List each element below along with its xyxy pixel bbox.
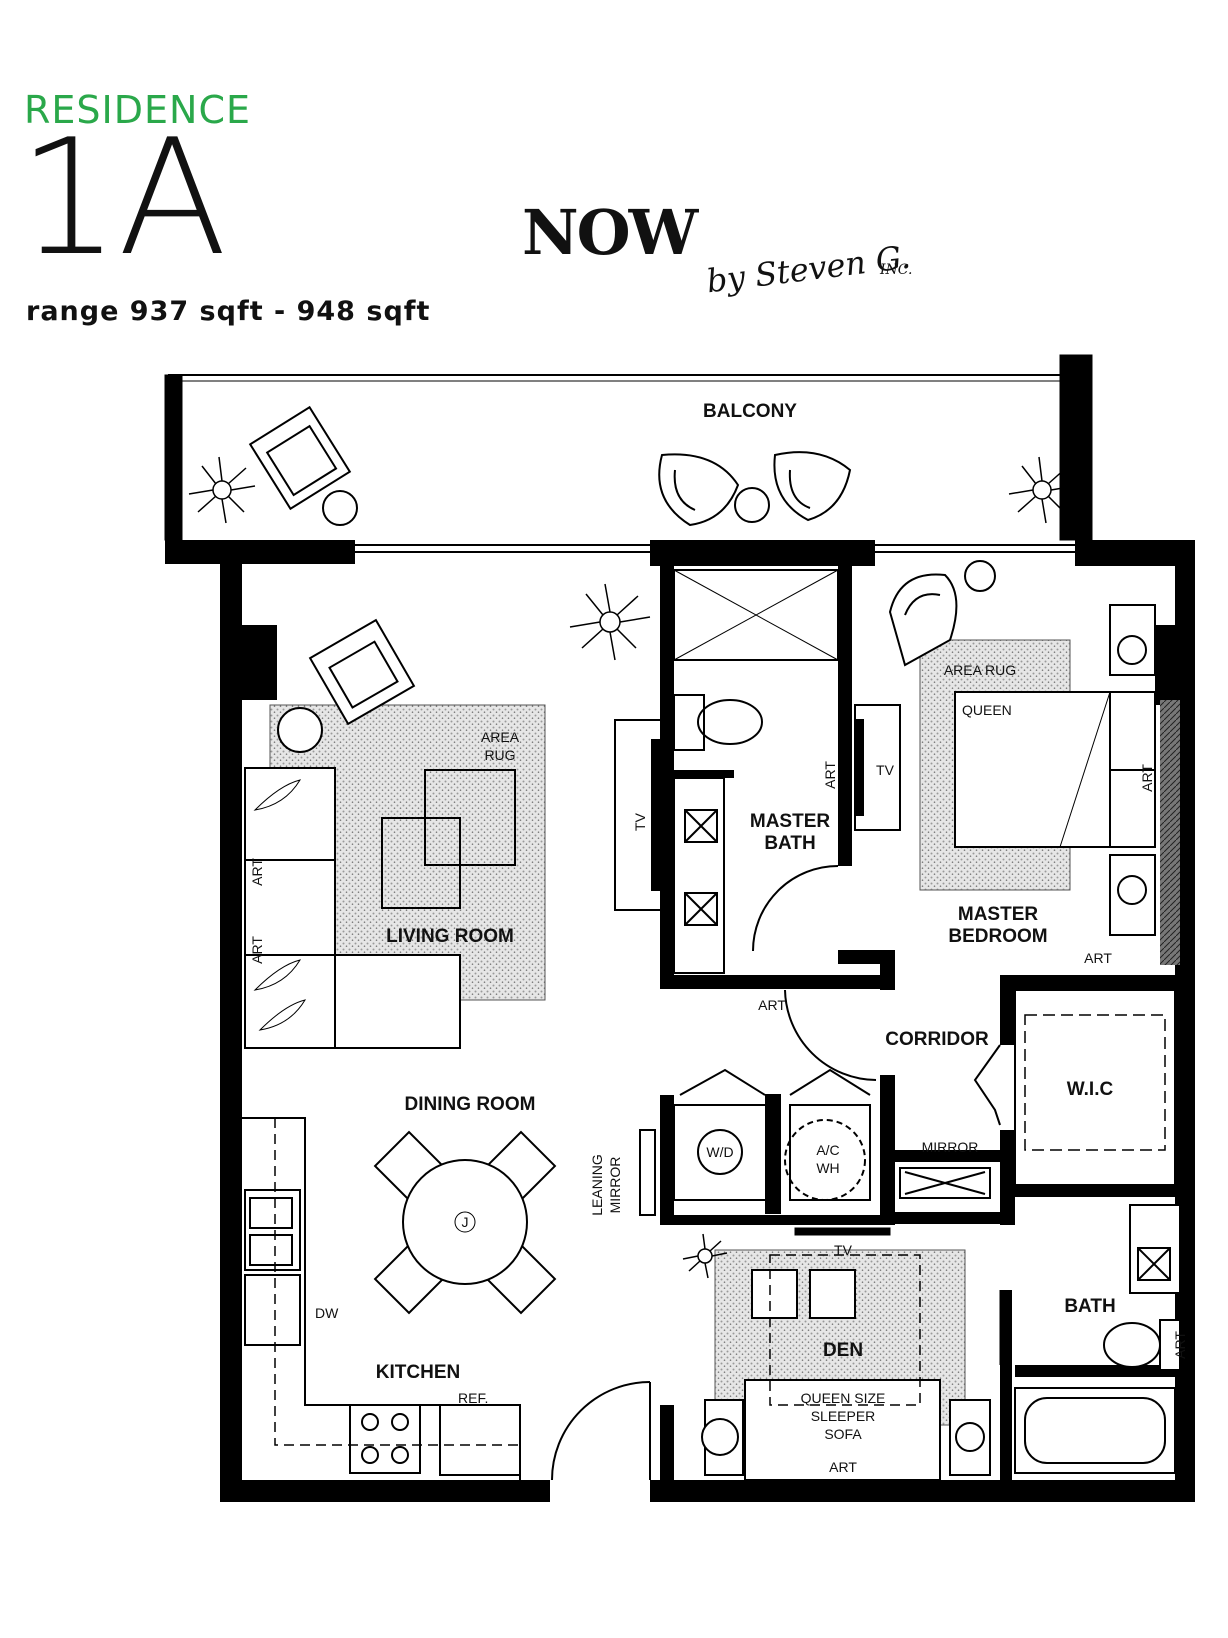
bedroom-armchair — [888, 560, 996, 667]
balcony-plant-right — [1008, 456, 1076, 524]
label-master-bath-2: BATH — [764, 833, 815, 854]
label-ac: A/C — [816, 1142, 839, 1158]
label-wd: W/D — [706, 1144, 733, 1160]
label-leaning-2: MIRROR — [607, 1157, 623, 1214]
balcony-lounge — [248, 405, 352, 511]
label-queen: QUEEN — [962, 702, 1012, 718]
coffee-tables — [381, 769, 516, 909]
master-bath-fixtures — [673, 569, 839, 974]
dining-table — [373, 1130, 557, 1315]
label-dining-room: DINING ROOM — [405, 1094, 536, 1115]
label-ref: REF. — [458, 1390, 488, 1406]
label-art-bed: ART — [1139, 764, 1155, 792]
label-master-bedroom-2: BEDROOM — [948, 926, 1047, 947]
label-art-bath2: ART — [1172, 1331, 1188, 1359]
label-art-den: ART — [829, 1459, 857, 1475]
side-table — [277, 707, 323, 753]
label-den: DEN — [823, 1340, 863, 1361]
label-living-room: LIVING ROOM — [386, 926, 514, 947]
label-tv-den: TV — [834, 1242, 853, 1258]
living-armchair — [308, 618, 416, 726]
bath-fixtures — [999, 1204, 1181, 1474]
wic-closet — [973, 989, 1176, 1186]
balcony-plant-left — [188, 456, 256, 524]
interior-walls — [660, 566, 1195, 1485]
label-balcony: BALCONY — [703, 401, 797, 422]
room-labels: BALCONY MASTER BATH LIVING ROOM MASTER B… — [376, 401, 1116, 1383]
brand-logo: NOW — [522, 196, 698, 269]
label-corridor: CORRIDOR — [885, 1029, 989, 1050]
bedroom-tv — [854, 704, 901, 831]
label-art-bedroom: ART — [1084, 950, 1112, 966]
label-leaning-1: LEANING — [589, 1154, 605, 1215]
balcony-chairs — [658, 451, 852, 527]
brand-inc: INC. — [880, 262, 913, 278]
den-sleeper-sofa — [701, 1254, 991, 1481]
label-art-living-2: ART — [249, 936, 265, 964]
table-mark: J — [462, 1214, 469, 1230]
closet-hatch — [1160, 700, 1180, 965]
label-tv-living: TV — [632, 812, 648, 831]
label-sofa-1: QUEEN SIZE — [801, 1390, 886, 1406]
label-sofa-3: SOFA — [824, 1426, 862, 1442]
label-art-living-1: ART — [249, 858, 265, 886]
den-tv — [794, 1227, 891, 1236]
living-sofa — [244, 767, 461, 1049]
living-plant — [569, 583, 651, 661]
balcony-side-table — [322, 490, 358, 526]
entry-door — [551, 1381, 651, 1481]
label-area-rug-bedroom: AREA RUG — [944, 662, 1016, 678]
nightstands — [1109, 604, 1156, 936]
label-art-corridor: ART — [758, 997, 786, 1013]
bed-queen — [954, 691, 1156, 848]
label-tv-bedroom: TV — [876, 762, 895, 778]
kitchen-counter — [242, 1117, 521, 1480]
label-area-rug-2: RUG — [484, 747, 515, 763]
label-dw: DW — [315, 1305, 339, 1321]
label-mirror: MIRROR — [922, 1139, 979, 1155]
label-wic: W.I.C — [1067, 1079, 1114, 1100]
label-sofa-2: SLEEPER — [811, 1408, 876, 1424]
residence-heading: RESIDENCE — [24, 88, 251, 132]
label-master-bath-1: MASTER — [750, 811, 831, 832]
label-master-bedroom-1: MASTER — [958, 904, 1039, 925]
label-bath: BATH — [1064, 1296, 1115, 1317]
label-art-bath: ART — [822, 761, 838, 789]
laundry-closet — [639, 1068, 991, 1216]
label-wh: WH — [816, 1160, 839, 1176]
sliding-doors — [355, 544, 1075, 553]
unit-number: 1A — [18, 104, 227, 291]
label-kitchen: KITCHEN — [376, 1362, 460, 1383]
den-plant — [682, 1233, 728, 1279]
annotations: AREA RUG AREA RUG QUEEN TV TV TV ART ART… — [249, 662, 1188, 1475]
label-area-rug-1: AREA — [481, 729, 520, 745]
tv-stand — [614, 719, 664, 911]
corridor-door — [784, 989, 877, 1081]
area-range: range 937 sqft - 948 sqft — [26, 296, 431, 327]
